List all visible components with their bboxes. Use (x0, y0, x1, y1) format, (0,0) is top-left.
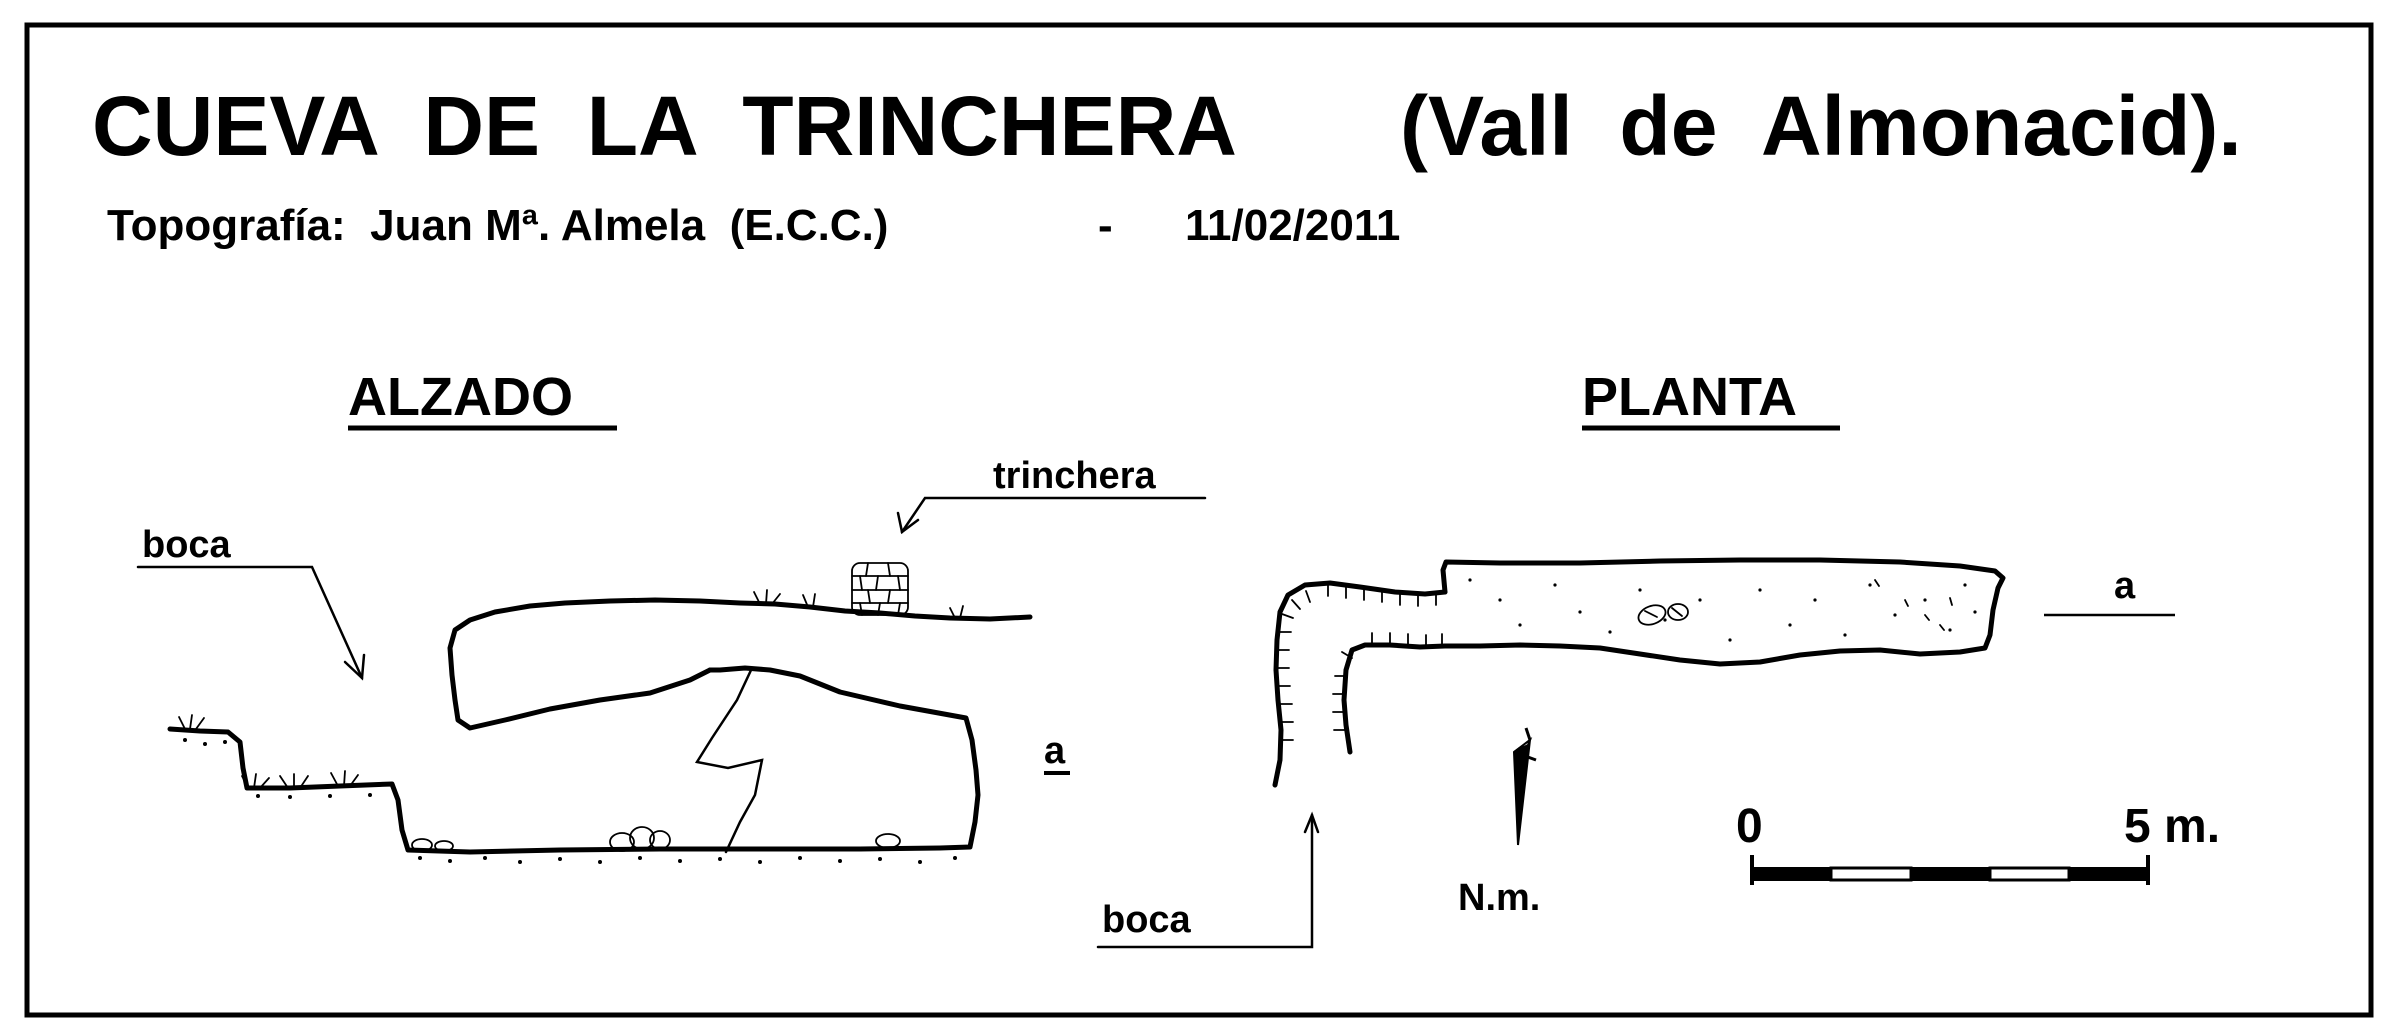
elevation-main-outline (167, 665, 981, 855)
scale-end-label: 5 m. (2124, 800, 2220, 853)
north-arrow-icon (1512, 727, 1537, 846)
credit-separator: - (1098, 201, 1113, 250)
elevation-boca-leader (136, 565, 364, 680)
north-label: N.m. (1458, 877, 1540, 919)
scale-bar: 0 5 m. (1736, 800, 2220, 885)
plan-gallery-sediment (1468, 578, 1977, 642)
trinchera-arrowhead (896, 511, 920, 535)
plan-boca-leader (1096, 813, 1314, 949)
scale-segment-2 (1829, 866, 1913, 882)
trinchera-label: trinchera (993, 455, 1156, 497)
elevation-boca-label: boca (142, 524, 232, 566)
location-title: (Vall de Almonacid). (1400, 79, 2242, 173)
scale-start-label: 0 (1736, 800, 1763, 853)
elevation-view: ALZADO boca trinchera (136, 367, 1207, 864)
trinchera-leader (900, 496, 1207, 534)
plan-section-label: a (2114, 565, 2136, 607)
plan-corridor-outer-wall (1272, 580, 1448, 788)
elevation-floor-sediment (183, 738, 957, 864)
elevation-heading: ALZADO (348, 367, 573, 427)
survey-date: 11/02/2011 (1185, 201, 1400, 250)
elevation-upper-outline (447, 597, 1033, 731)
plan-boca-arrowhead (1303, 811, 1320, 834)
cave-title: CUEVA DE LA TRINCHERA (92, 79, 1237, 173)
plan-gallery-outline (1440, 557, 2006, 667)
scale-segment-4 (1988, 866, 2071, 882)
elevation-boulders (411, 826, 901, 852)
trinchera-stone-wall (851, 562, 909, 616)
topography-credit: Topografía: Juan Mª. Almela (E.C.C.) (107, 201, 888, 250)
plan-boca-label: boca (1102, 899, 1192, 941)
outer-frame (24, 22, 2374, 1018)
plan-boulders (1637, 603, 1689, 626)
elevation-fissure (694, 666, 764, 854)
scale-segment-5 (2068, 867, 2149, 881)
plan-wall-hachures (1276, 583, 1443, 741)
plan-heading: PLANTA (1582, 367, 1797, 427)
plan-view: PLANTA (1096, 367, 2220, 949)
elevation-boca-arrowhead (343, 653, 366, 681)
plan-gallery-marks (1874, 579, 1953, 631)
scale-segment-1 (1751, 867, 1832, 881)
plan-corridor-inner-wall (1341, 642, 1448, 755)
elevation-section-label: a (1044, 730, 1066, 772)
elevation-vegetation (178, 589, 964, 789)
scale-segment-3 (1910, 867, 1991, 881)
